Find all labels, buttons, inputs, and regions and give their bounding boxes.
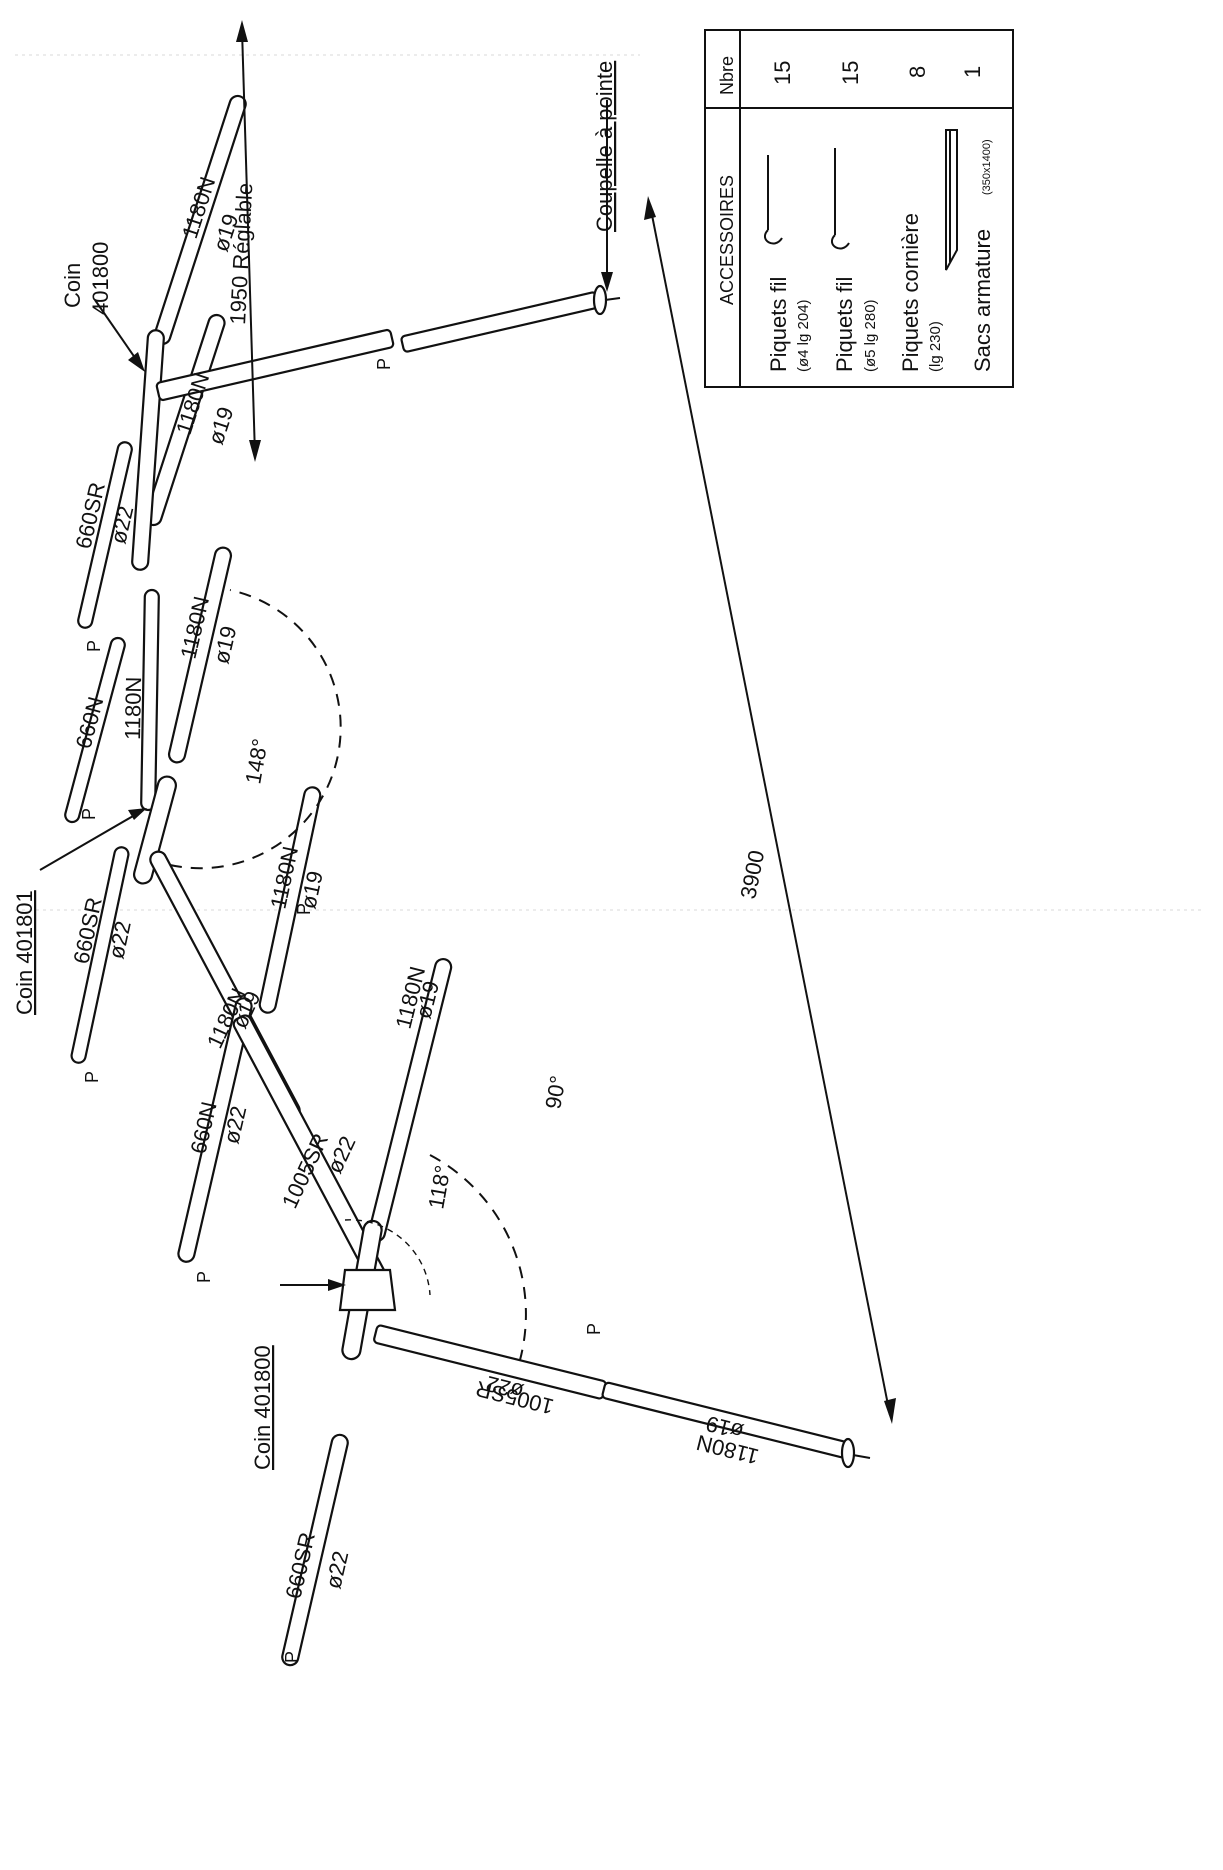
hook-stake-icon (763, 155, 783, 245)
coin-middle-label: Coin 401801 (12, 890, 37, 1015)
arrow-down-icon (249, 440, 261, 462)
accessory-name-2: Piquets fil (832, 277, 857, 372)
coin-top-ref: 401800 (88, 242, 113, 315)
p-marker: P (194, 1271, 214, 1283)
coin-plate-bottom (338, 1268, 397, 1312)
angle-arc-118 (344, 1219, 431, 1296)
accessory-name-3: Piquets cornière (898, 213, 923, 372)
p-marker: P (374, 358, 394, 370)
p-marker: P (79, 808, 99, 820)
p-marker: P (82, 1071, 102, 1083)
angle-148-label: 148° (240, 737, 273, 786)
p-marker: P (584, 1323, 604, 1335)
coupelle-top (592, 284, 608, 316)
accessory-name-1: Piquets fil (766, 277, 791, 372)
angle-stake-icon (945, 129, 958, 271)
angle-arc-90 (429, 1154, 527, 1361)
tube-t5 (64, 636, 126, 824)
tube-leg-top-a (155, 328, 395, 402)
tube-label-t6-ref: 1180N (120, 676, 146, 740)
coin-top-label: Coin (60, 263, 85, 308)
arrow-icon (128, 808, 147, 820)
arrow-up-icon (236, 20, 248, 42)
accessories-count-header: Nbre (717, 56, 737, 95)
coupelle-label: Coupelle à pointe (592, 61, 617, 232)
accessory-count-4: 1 (960, 66, 985, 78)
arrow-down-icon (601, 272, 613, 292)
tube-t6 (140, 588, 160, 812)
tube-label-t2-dia: ø19 (203, 404, 238, 448)
angle-arc-148 (169, 589, 342, 870)
accessory-count-3: 8 (905, 66, 930, 78)
accessory-count-2: 15 (838, 61, 863, 85)
arrow-up-icon (644, 196, 656, 220)
coin-middle-leader (39, 811, 141, 871)
accessory-spec-4: (350x1400) (981, 139, 993, 195)
accessory-name-4: Sacs armature (970, 229, 995, 372)
dimension-1950-label: 1950 Réglable (225, 182, 257, 325)
angle-90-label: 90° (540, 1074, 570, 1111)
tube-t7 (167, 546, 233, 764)
coupelle-bottom (840, 1437, 856, 1469)
tube-t3 (77, 441, 133, 629)
p-marker: P (84, 640, 104, 652)
p-marker: P (282, 1651, 302, 1663)
arrow-down-icon (884, 1398, 896, 1424)
tube-leg-top-b (400, 291, 600, 353)
angle-118-label: 118° (423, 1163, 455, 1211)
tube-t9 (258, 786, 322, 1014)
arrow-icon (128, 352, 145, 372)
dimension-3900-line (649, 204, 891, 1416)
coin-top-leader (94, 299, 141, 366)
tube-corner-top-hub (131, 329, 165, 571)
tube-t15 (281, 1433, 349, 1667)
coin-hub-middle (132, 775, 178, 885)
hook-stake-icon (830, 148, 850, 250)
spike-bottom (852, 1454, 871, 1459)
tube-t10 (177, 997, 253, 1263)
tube-label-t15-dia: ø22 (321, 1549, 354, 1592)
arrow-icon (328, 1279, 346, 1291)
accessory-count-1: 15 (770, 61, 795, 85)
coin-bottom-label: Coin 401800 (250, 1345, 275, 1470)
accessory-spec-3: (lg 230) (927, 321, 944, 372)
accessories-title: ACCESSOIRES (717, 175, 737, 305)
dimension-3900-label: 3900 (735, 848, 769, 901)
p-marker: P (294, 903, 314, 915)
accessory-spec-2: (ø5 lg 280) (862, 299, 879, 372)
accessories-table: Nbre ACCESSOIRES 15 15 8 1 Piquets fil P… (704, 29, 1014, 388)
dimension-1950-line (241, 29, 256, 456)
tube-t8 (70, 846, 130, 1064)
spike-top (604, 297, 621, 301)
accessory-spec-1: (ø4 lg 204) (795, 299, 812, 372)
